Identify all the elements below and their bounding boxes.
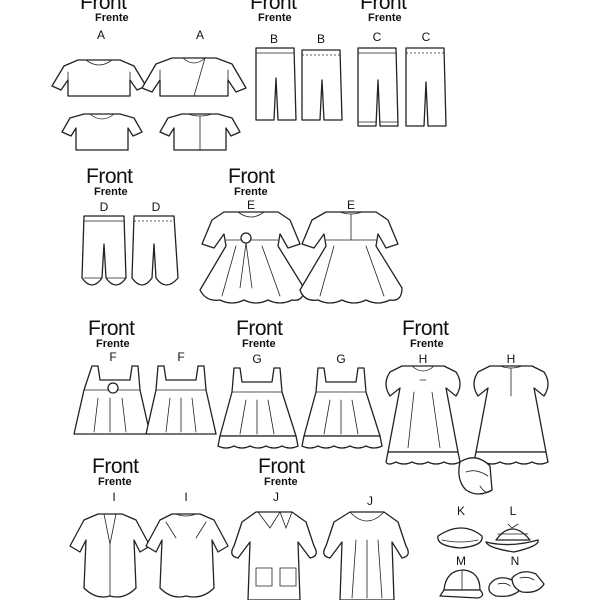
header-front: Front: [228, 165, 275, 188]
bonnet-hat-drawing: [458, 457, 493, 495]
view-a-top-front: [51, 59, 147, 97]
view-a-top-back: [159, 113, 241, 151]
view-letter: J: [273, 490, 279, 504]
view-letter: A: [195, 28, 204, 42]
header-frente: Frente: [98, 476, 132, 488]
header-frente: Frente: [410, 338, 444, 350]
view-g-top-front: [217, 367, 299, 449]
header-frente: Frente: [258, 12, 292, 24]
view-l-sunhat: [485, 523, 539, 553]
view-letter: J: [367, 494, 373, 508]
view-letter: C: [372, 30, 382, 44]
view-b-pants-back: [301, 49, 343, 121]
view-n-shoes: [488, 571, 545, 598]
header-frente: Frente: [96, 338, 130, 350]
header-front: Front: [86, 165, 133, 188]
view-k-beret: [437, 527, 483, 549]
header-front: Front: [236, 317, 283, 340]
header-front: Front: [80, 0, 127, 14]
view-letter: F: [109, 350, 117, 364]
view-i-shirt-front: [69, 513, 151, 598]
header-frente: Frente: [368, 12, 402, 24]
view-d-pants-back: [131, 215, 179, 286]
view-letter: K: [456, 504, 465, 518]
view-letter: C: [421, 30, 431, 44]
view-letter: B: [269, 32, 278, 46]
view-letter: I: [184, 490, 188, 504]
view-letter: F: [177, 350, 185, 364]
view-e-dress-front: [199, 211, 305, 304]
view-f-top-front: [73, 365, 151, 435]
view-e-dress-back: [299, 211, 403, 304]
view-letter: G: [252, 352, 262, 366]
view-letter: B: [316, 32, 325, 46]
header-frente: Frente: [94, 186, 128, 198]
header-front: Front: [88, 317, 135, 340]
header-front: Front: [92, 455, 139, 478]
view-g-top-back: [301, 367, 383, 449]
view-j-jacket-front: [231, 511, 317, 600]
header-front: Front: [402, 317, 449, 340]
view-letter: G: [336, 352, 346, 366]
view-a-jacket-front: [141, 56, 247, 97]
view-m-cap: [439, 569, 484, 599]
view-letter: H: [418, 352, 428, 366]
view-i-shirt-back: [145, 513, 229, 598]
view-letter: N: [510, 554, 520, 568]
header-frente: Frente: [242, 338, 276, 350]
view-letter: L: [509, 504, 517, 518]
view-h-gown-front: [385, 365, 461, 465]
view-c-pants-front: [357, 47, 399, 127]
header-frente: Frente: [264, 476, 298, 488]
view-letter: A: [96, 28, 105, 42]
view-letter: E: [346, 198, 355, 212]
view-b-pants-front: [255, 47, 297, 121]
view-h-gown-back: [473, 365, 549, 465]
header-front: Front: [258, 455, 305, 478]
view-letter: E: [246, 198, 255, 212]
header-front: Front: [250, 0, 297, 14]
view-c-pants-back: [405, 47, 447, 127]
view-letter: H: [506, 352, 516, 366]
header-frente: Frente: [95, 12, 129, 24]
view-letter: I: [112, 490, 116, 504]
header-frente: Frente: [234, 186, 268, 198]
view-letter: M: [456, 554, 466, 568]
view-d-pants-front: [81, 215, 127, 286]
view-f-top-back: [145, 365, 217, 435]
view-letter: D: [99, 200, 109, 214]
view-letter: D: [151, 200, 161, 214]
view-a-top-short-sleeve: [61, 113, 143, 151]
header-front: Front: [360, 0, 407, 14]
view-j-jacket-back: [323, 511, 409, 600]
